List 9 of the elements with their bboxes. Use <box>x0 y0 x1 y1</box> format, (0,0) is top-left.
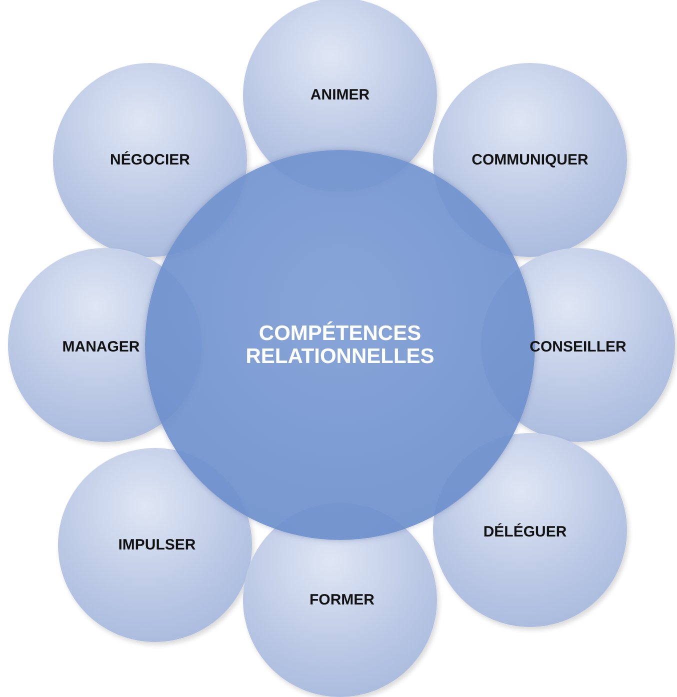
skill-label: IMPULSER <box>118 536 196 554</box>
skill-label: ANIMER <box>310 86 370 104</box>
skill-label: NÉGOCIER <box>110 152 190 168</box>
skill-label: MANAGER <box>62 338 140 356</box>
skill-label: DÉLÉGUER <box>483 524 567 540</box>
skill-label: CONSEILLER <box>530 338 626 356</box>
central-label: COMPÉTENCES RELATIONNELLES <box>244 322 436 368</box>
skill-label: COMMUNIQUER <box>472 152 588 168</box>
skill-label: FORMER <box>310 592 374 608</box>
